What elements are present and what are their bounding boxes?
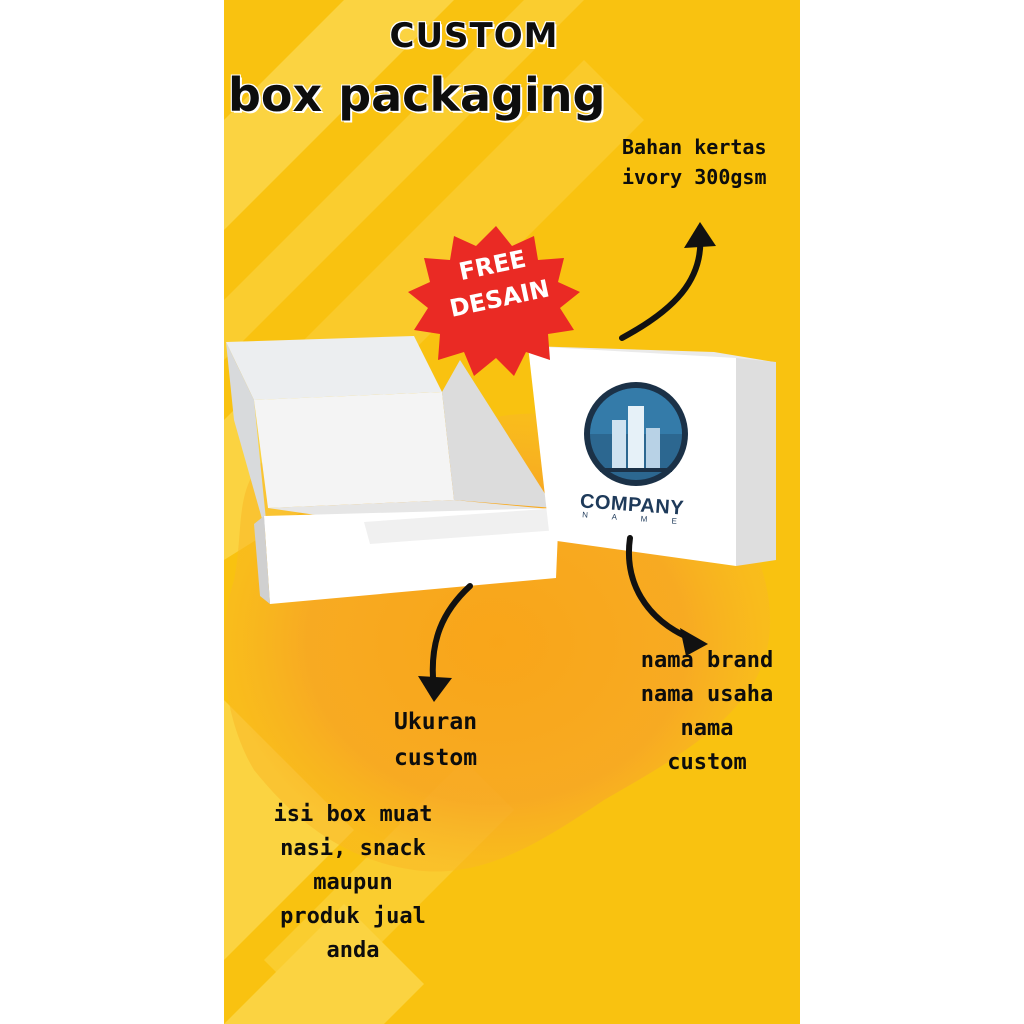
label-line: custom (667, 750, 747, 775)
label-line: Bahan kertas (622, 135, 767, 159)
label-line: ivory 300gsm (622, 165, 767, 189)
contents-label: isi box muat nasi, snack maupun produk j… (268, 798, 438, 968)
size-label: Ukuran custom (394, 704, 514, 776)
label-line: anda (326, 938, 380, 963)
label-line: produk jual (280, 904, 426, 929)
label-line: nama (680, 716, 734, 741)
material-label: Bahan kertas ivory 300gsm (622, 132, 800, 192)
background-graphics (224, 0, 776, 1024)
arrow-icon (626, 535, 697, 643)
arrow-icon (429, 583, 473, 693)
open-box-image (226, 336, 560, 604)
arrow-icon (619, 231, 704, 341)
label-line: nama brand (640, 648, 774, 673)
label-line: custom (394, 745, 478, 771)
building-logo-icon (584, 382, 688, 486)
label-line: maupun (313, 870, 393, 895)
label-line: nama usaha (640, 682, 774, 707)
starburst-badge-icon (408, 226, 580, 376)
brand-name-label: nama brand nama usaha nama custom (622, 644, 792, 780)
label-line: isi box muat (273, 802, 433, 827)
label-line: Ukuran (394, 709, 478, 735)
product-poster: CUSTOM box packaging FREE DESAIN COMPANY… (224, 0, 800, 1024)
title-box-packaging: box packaging (228, 68, 606, 122)
arrow-icon (680, 628, 708, 656)
arrow-icon (684, 222, 716, 248)
label-line: nasi, snack (280, 836, 426, 861)
title-custom: CUSTOM (389, 16, 559, 56)
arrow-icon (418, 676, 452, 702)
